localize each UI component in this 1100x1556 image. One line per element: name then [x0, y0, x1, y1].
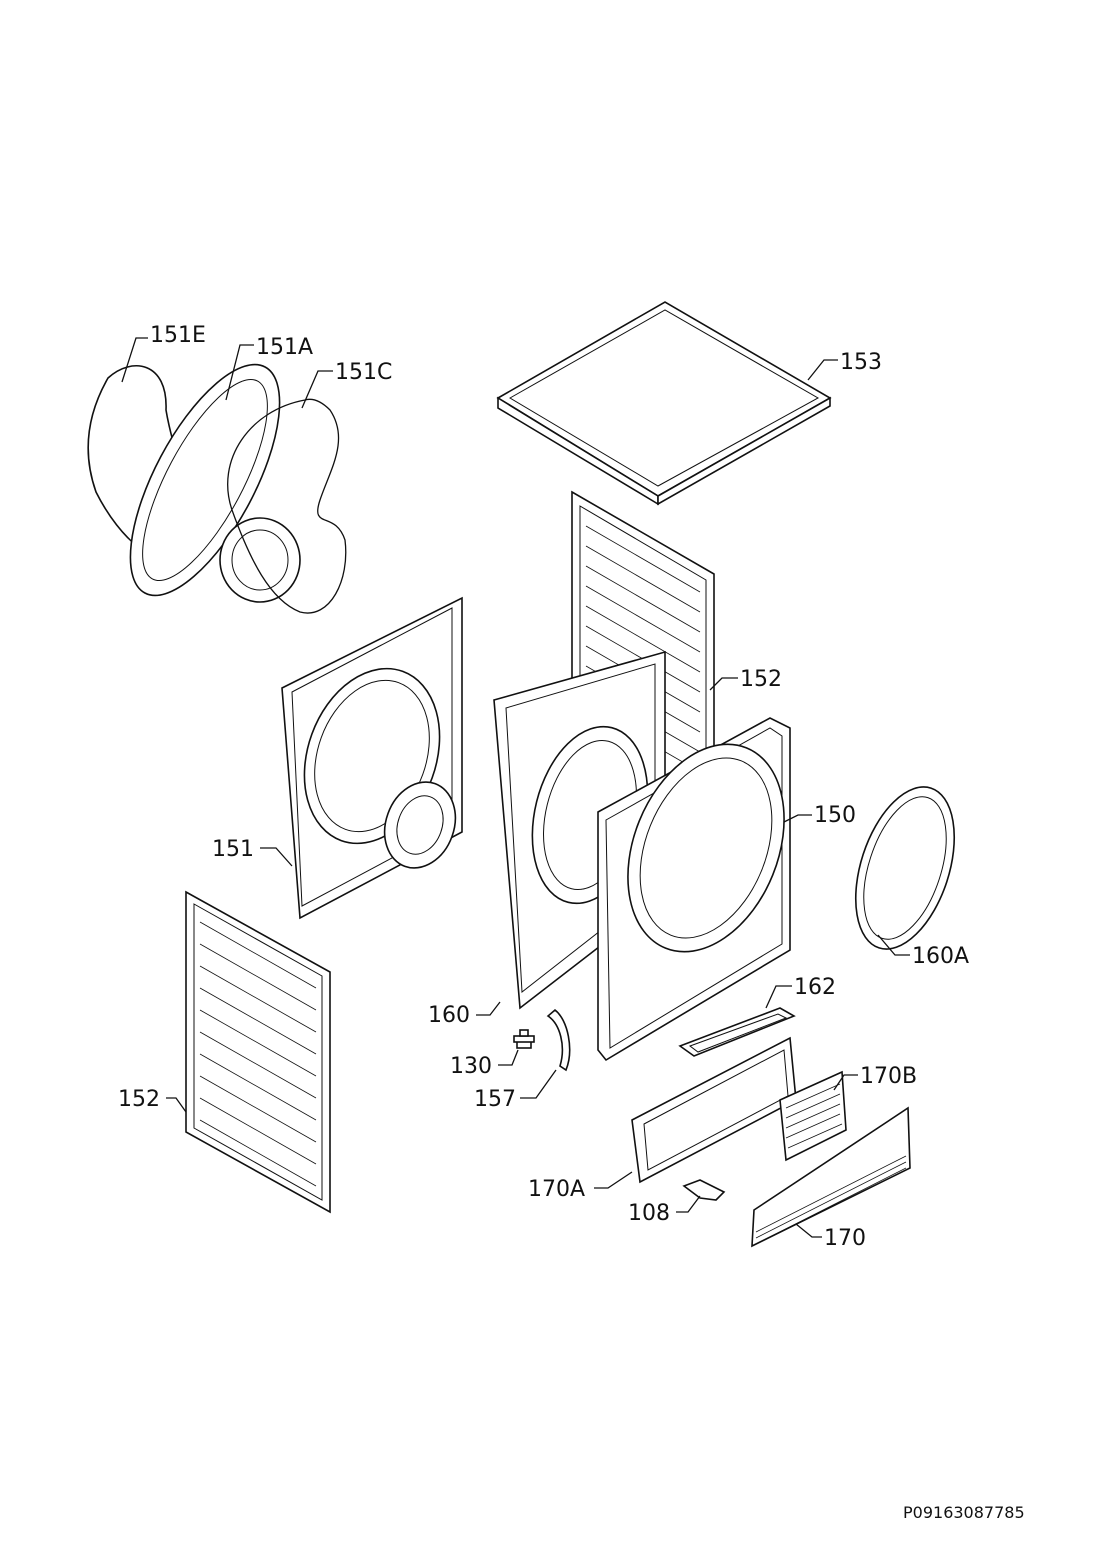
drawing-code: P09163087785 — [903, 1503, 1025, 1522]
callout-170: 170 — [824, 1226, 866, 1251]
callout-160A: 160A — [912, 944, 969, 969]
part-151C-gasket — [227, 398, 347, 614]
callout-labels: 151E 151A 151C 153 152 150 151 160A 162 … — [118, 323, 969, 1251]
part-170A-panel-frame — [631, 1036, 797, 1184]
part-170-fascia — [751, 1106, 911, 1248]
part-157-latch-strip — [546, 1008, 571, 1072]
part-152-left-side-panel — [185, 890, 331, 1214]
part-151A-bearing-housing — [129, 363, 301, 603]
part-170B-grille — [779, 1070, 847, 1162]
callout-150: 150 — [814, 803, 856, 828]
callout-152-left: 152 — [118, 1087, 160, 1112]
part-150-front-panel — [597, 717, 791, 1062]
part-160A-seal-ring — [854, 786, 956, 950]
part-151-frame — [281, 596, 463, 920]
callout-151C: 151C — [335, 360, 392, 385]
leader-lines — [121, 337, 910, 1238]
callout-108: 108 — [628, 1201, 670, 1226]
part-108-switch — [682, 1179, 726, 1201]
callout-153: 153 — [840, 350, 882, 375]
callout-170A: 170A — [528, 1177, 585, 1202]
callout-170B: 170B — [860, 1064, 917, 1089]
part-153-top-cover — [496, 301, 832, 506]
part-130-foot — [513, 1029, 535, 1049]
callout-162: 162 — [794, 975, 836, 1000]
callout-157: 157 — [474, 1087, 516, 1112]
callout-151: 151 — [212, 837, 254, 862]
callout-160: 160 — [428, 1003, 470, 1028]
callout-151A: 151A — [256, 335, 313, 360]
callout-152-right: 152 — [740, 667, 782, 692]
part-162-filter — [678, 1007, 796, 1057]
callout-130: 130 — [450, 1054, 492, 1079]
callout-151E: 151E — [150, 323, 206, 348]
